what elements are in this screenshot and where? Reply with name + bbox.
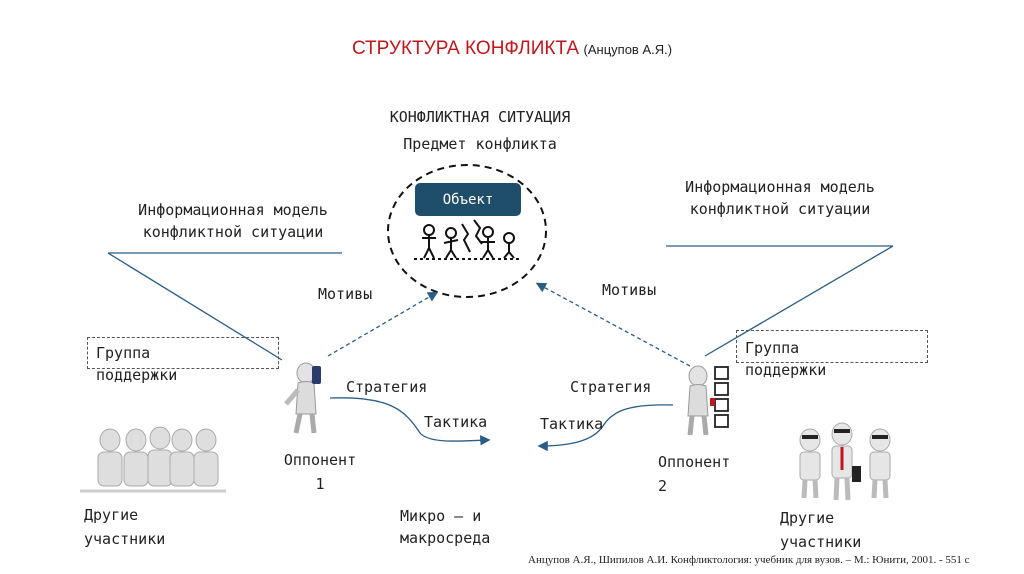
page-title: СТРУКТУРА КОНФЛИКТА (Анцупов А.Я.)	[0, 38, 1024, 60]
opponent-2-label: Оппонент 2	[658, 450, 730, 498]
opponent-2-line1: Оппонент	[658, 453, 731, 471]
tactics-right-label: Тактика	[540, 415, 604, 433]
info-model-left-diag-line	[107, 252, 283, 361]
others-left-line2: участники	[84, 530, 166, 548]
others-left-label: Другие участники	[84, 503, 165, 551]
support-group-right-line2: поддержки	[745, 361, 827, 379]
others-left-line1: Другие	[84, 506, 139, 524]
opponent-1-label: Оппонент 1	[270, 448, 370, 496]
strategy-arrow-right	[537, 404, 674, 452]
conflict-object-ellipse	[387, 164, 547, 298]
strategy-arrow-left	[329, 397, 491, 446]
support-group-left: Группа поддержки	[96, 342, 177, 386]
info-model-right: Информационная модель конфликтной ситуац…	[645, 176, 915, 220]
environment-label: Микро – и макросреда	[400, 505, 490, 549]
environment-line2: макросреда	[400, 529, 491, 547]
title-author: (Анцупов А.Я.)	[583, 42, 673, 57]
object-label: Объект	[442, 191, 494, 208]
strategy-right-label: Стратегия	[570, 378, 652, 396]
others-right-label: Другие участники	[780, 506, 861, 554]
info-model-right-line2: конфликтной ситуации	[689, 200, 871, 218]
motives-right-label: Мотивы	[602, 281, 657, 299]
opponent-2-line2: 2	[658, 477, 668, 495]
opponent-1-line1: Оппонент	[283, 451, 357, 469]
others-right-line2: участники	[780, 533, 862, 551]
opponent-2-figure-icon	[687, 365, 729, 436]
strategy-left-label: Стратегия	[346, 378, 428, 396]
support-group-right-box	[736, 330, 928, 363]
support-group-right-line1: Группа	[745, 339, 800, 357]
tactics-left-label: Тактика	[424, 413, 488, 431]
subject-label: Предмет конфликта	[403, 135, 557, 153]
support-group-left-line1: Группа	[96, 344, 151, 362]
conflict-situation-label: КОНФЛИКТНАЯ СИТУАЦИЯ	[389, 108, 571, 126]
opponent-1-line2: 1	[315, 475, 325, 493]
info-model-left-line1: Информационная модель	[138, 201, 328, 219]
object-box: Объект	[415, 183, 521, 216]
support-group-left-line2: поддержки	[96, 366, 178, 384]
support-group-left-box	[87, 337, 279, 369]
info-model-left-line2: конфликтной ситуации	[142, 223, 324, 241]
motive-arrow-right	[535, 282, 691, 367]
title-main: СТРУКТУРА КОНФЛИКТА	[351, 38, 580, 59]
conflict-figures-icon	[414, 219, 520, 260]
other-participants-right-icon	[799, 422, 891, 501]
motives-left-label: Мотивы	[318, 285, 373, 303]
support-group-right: Группа поддержки	[745, 337, 826, 381]
opponent-1-figure-icon	[284, 362, 321, 434]
info-model-left: Информационная модель конфликтной ситуац…	[98, 199, 368, 243]
environment-line1: Микро – и	[400, 507, 482, 525]
reference-footer: Анцупов А.Я., Шипилов А.И. Конфликтологи…	[528, 554, 970, 566]
others-right-line1: Другие	[780, 509, 835, 527]
other-participants-left-icon	[80, 426, 226, 493]
info-model-right-line1: Информационная модель	[685, 178, 875, 196]
